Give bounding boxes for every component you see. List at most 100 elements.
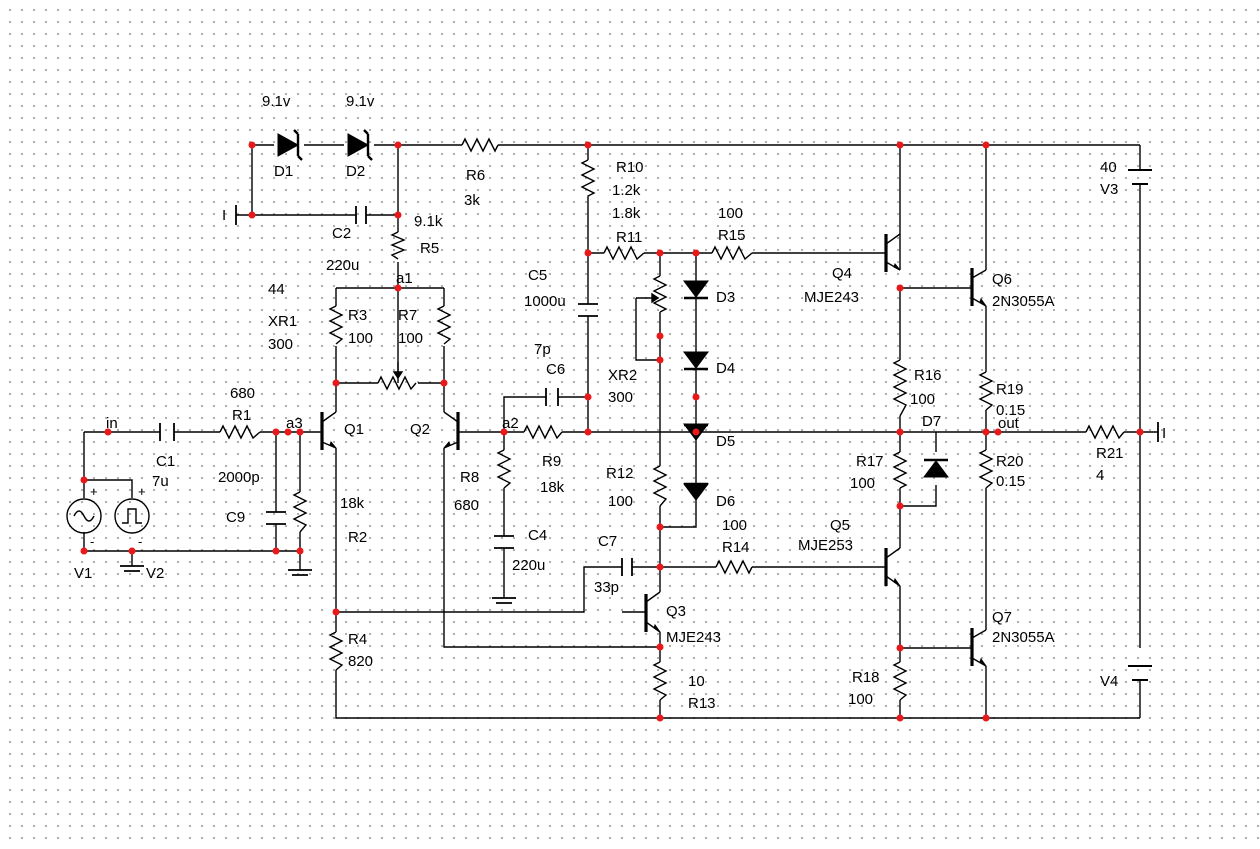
label-r1-val: 680 (230, 385, 255, 402)
label-v3-val: 40 (1100, 159, 1117, 176)
source-v2[interactable] (114, 498, 150, 534)
label-c7: C7 (598, 533, 617, 550)
resistor-r3 (328, 305, 344, 345)
label-c5-val: 1000u (524, 293, 566, 310)
label-r11: R11 (616, 229, 642, 246)
diode-d7 (923, 460, 949, 478)
label-r18: R18 (852, 669, 880, 686)
ground-symbols (120, 205, 1159, 604)
label-r1: R1 (232, 407, 251, 424)
label-xr2-val: 300 (608, 389, 633, 406)
label-c4: C4 (528, 527, 547, 544)
label-r2: R2 (348, 529, 367, 546)
label-q7-part: 2N3055A (992, 629, 1055, 646)
zener-d2[interactable] (347, 129, 373, 161)
label-a2: a2 (502, 415, 519, 432)
label-r3-val: 100 (348, 330, 373, 347)
label-in: in (106, 415, 118, 432)
label-q6-part: 2N3055A (992, 293, 1055, 310)
transistor-q3 (622, 591, 661, 633)
label-r13-val: 10 (688, 673, 705, 690)
resistor-r19 (978, 371, 994, 411)
resistor-r8 (496, 449, 512, 489)
resistor-r14 (715, 559, 753, 575)
resistor-r15 (711, 245, 753, 261)
label-r10: R10 (616, 159, 644, 176)
capacitor-c9 (266, 511, 286, 525)
label-r7-val: 100 (398, 330, 423, 347)
label-xr1-val2: 300 (268, 336, 293, 353)
label-r16: R16 (914, 367, 942, 384)
label-r3: R3 (348, 307, 367, 324)
capacitor-c7 (621, 558, 633, 576)
label-xr1: XR1 (268, 313, 297, 330)
label-c1-val: 7u (152, 473, 169, 490)
label-d4: D4 (716, 360, 735, 377)
battery-v4[interactable] (1128, 665, 1152, 681)
resistor-r4 (328, 631, 344, 671)
transistor-q6 (964, 268, 987, 307)
transistor-q1 (318, 411, 337, 450)
diode-d3 (683, 280, 709, 298)
label-q2: Q2 (410, 421, 430, 438)
capacitor-c6 (545, 388, 559, 406)
battery-v3[interactable] (1128, 169, 1152, 185)
label-v3: V3 (1100, 181, 1118, 198)
label-q4-part: MJE243 (804, 289, 859, 306)
label-d1-val: 9.1v (262, 93, 291, 110)
label-c9-val: 2000p (218, 469, 260, 486)
label-r13: R13 (688, 695, 716, 712)
label-r4-val: 820 (348, 653, 373, 670)
resistor-r10 (580, 159, 596, 198)
resistor-r18 (892, 661, 908, 701)
label-r15: R15 (718, 227, 746, 244)
label-r20-val: 0.15 (996, 473, 1025, 490)
label-out: out (998, 415, 1020, 432)
resistor-r9 (523, 424, 563, 440)
resistor-xr2 (652, 275, 668, 313)
label-xr2: XR2 (608, 367, 637, 384)
transistor-q5 (876, 547, 901, 587)
capacitor-c4 (494, 535, 514, 549)
label-d7: D7 (922, 413, 941, 430)
zener-d1[interactable] (277, 129, 303, 161)
label-r17-val: 100 (850, 475, 875, 492)
capacitor-c5 (578, 303, 598, 317)
label-c6: C6 (546, 361, 565, 378)
label-q1: Q1 (344, 421, 364, 438)
resistor-r1 (219, 424, 261, 440)
label-r18-val: 100 (848, 691, 873, 708)
label-c9: C9 (226, 509, 245, 526)
label-d2-val: 9.1v (346, 93, 375, 110)
label-r6: R6 (466, 167, 485, 184)
label-c2-val: 220u (326, 257, 359, 274)
resistor-r16 (892, 359, 908, 417)
label-v2-plus: + (138, 484, 146, 499)
label-a1: a1 (396, 270, 413, 287)
label-r12-val: 100 (608, 493, 633, 510)
diodes (683, 280, 949, 501)
label-r5-val: 9.1k (414, 213, 443, 230)
source-v1[interactable] (66, 498, 102, 534)
junction-nodes (80, 141, 1144, 722)
label-v1-plus: + (90, 484, 98, 499)
resistor-r13 (652, 661, 668, 701)
label-a3: a3 (286, 415, 303, 432)
resistor-r21 (1085, 424, 1125, 440)
label-c1: C1 (156, 453, 175, 470)
label-q3-part: MJE243 (666, 629, 721, 646)
label-q7: Q7 (992, 609, 1012, 626)
component-labels: 9.1v 9.1v D1 D2 R6 3k R10 1.2k 1.8k C2 2… (74, 93, 1166, 712)
label-d6: D6 (716, 493, 735, 510)
label-r10-val2: 1.8k (612, 205, 641, 222)
pot-wipers (392, 292, 660, 380)
label-r14: R14 (722, 539, 750, 556)
label-r21: R21 (1096, 445, 1124, 462)
label-q4: Q4 (832, 265, 852, 282)
label-r14-val: 100 (722, 517, 747, 534)
label-r7: R7 (398, 307, 417, 324)
label-d1: D1 (274, 163, 293, 180)
label-r21-val: 4 (1096, 467, 1104, 484)
label-r10-val1: 1.2k (612, 182, 641, 199)
